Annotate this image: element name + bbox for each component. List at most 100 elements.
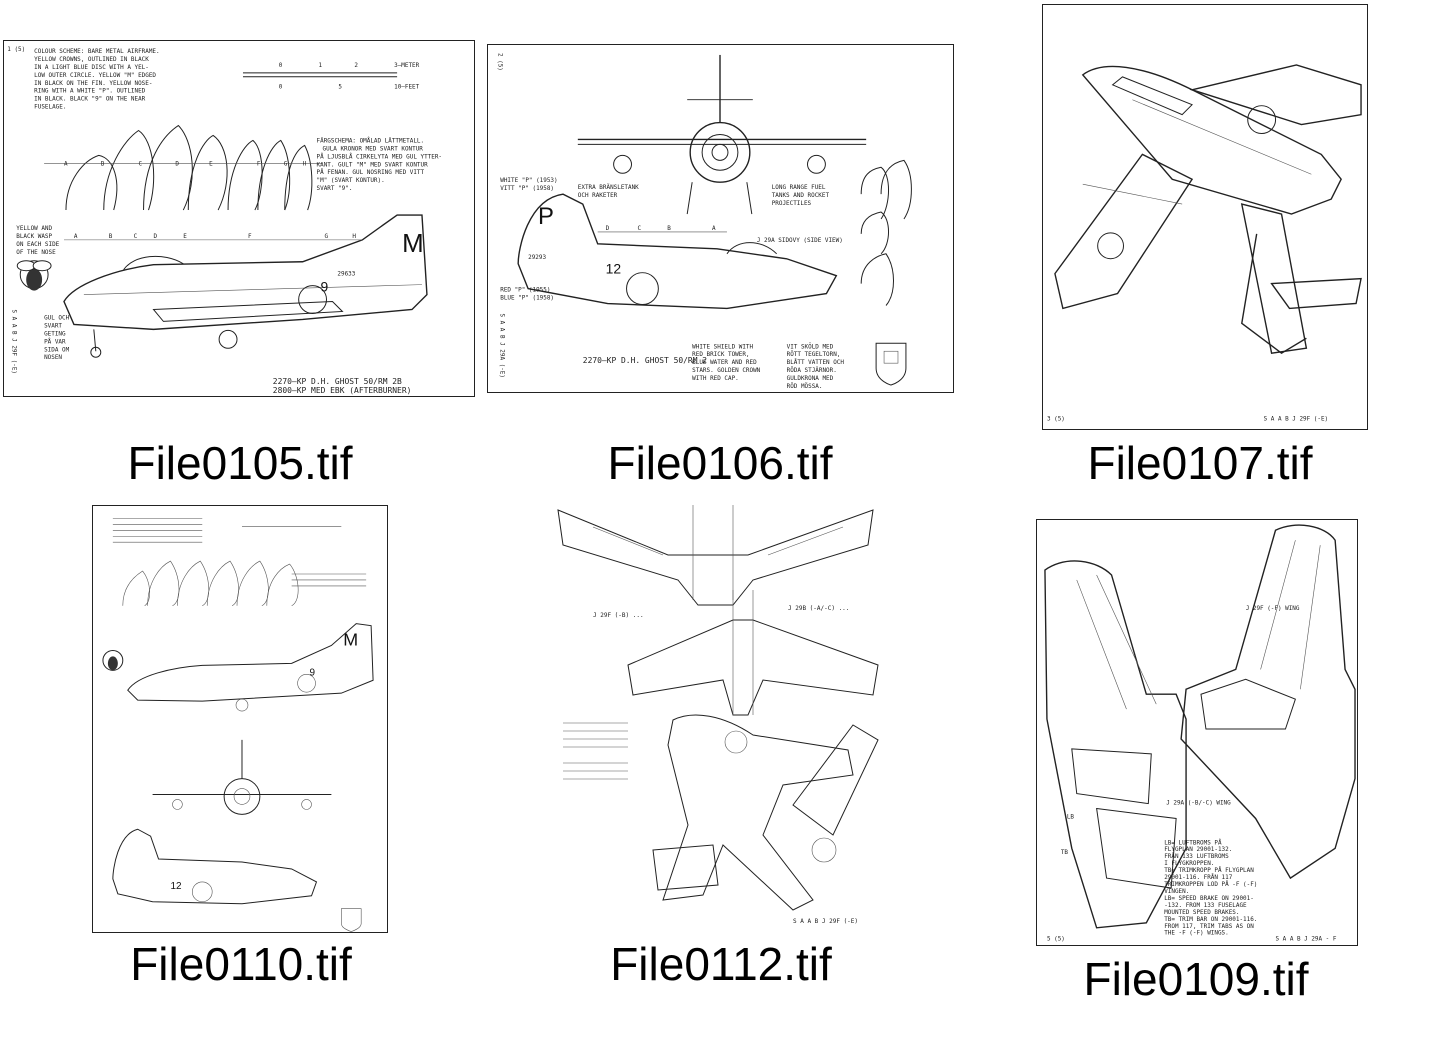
svg-text:5: 5 (338, 84, 342, 91)
right-note-1: LONG RANGE FUEL (772, 184, 826, 191)
svg-text:SVART "9".: SVART "9". (317, 185, 353, 192)
wing-left (1044, 560, 1187, 929)
caption-file0112: File0112.tif (610, 938, 832, 990)
svg-text:10—FEET: 10—FEET (394, 84, 420, 91)
vertical-title: S A A B J 29F (-E) (10, 309, 17, 374)
svg-text:FÄRGSCHEMA: OMÅLAD LÄTTMETALL.: FÄRGSCHEMA: OMÅLAD LÄTTMETALL. (317, 137, 425, 144)
svg-text:D: D (175, 160, 179, 167)
serial: 29293 (528, 254, 546, 261)
side-view-label: J 29A SIDOVY (SIDE VIEW) (757, 237, 843, 244)
svg-text:GULA KRONOR MED SVART KONTUR: GULA KRONOR MED SVART KONTUR (323, 145, 424, 152)
vertical-title: S A A B J 29A (-E) (498, 313, 505, 378)
thumbnail-file0110[interactable]: M 9 12 (92, 505, 388, 933)
aircraft-front (152, 739, 332, 815)
label-top: J 29F (-F) WING (1246, 605, 1300, 612)
text-block-placeholder (112, 518, 367, 587)
thumbnail-file0112[interactable]: J 29F (-B) ... J 29B (-A/-C) ... S A A B… (553, 505, 881, 929)
svg-text:B: B (101, 160, 105, 167)
thumbnail-file0105[interactable]: 1 (5) COLOUR SCHEME: BARE METAL AIRFRAME… (3, 40, 475, 397)
svg-text:IN BLACK. BLACK "9" ON THE NEA: IN BLACK. BLACK "9" ON THE NEAR (34, 96, 146, 103)
svg-text:H: H (303, 160, 307, 167)
label-a: J 29F (-B) ... (593, 612, 644, 619)
svg-text:TB= TRIMKROPP PÅ FLYGPLAN: TB= TRIMKROPP PÅ FLYGPLAN (1164, 867, 1254, 874)
scale-bar: 0 1 2 3—METER 0 5 10—FEET (242, 62, 420, 91)
aircraft-side-2: 12 (112, 828, 362, 932)
colour-scheme-text: COLOUR SCHEME: BARE METAL AIRFRAME. YELL… (34, 48, 159, 111)
caption-file0106: File0106.tif (607, 437, 833, 489)
thumbnail-file0107[interactable]: 3 (5) S A A B J 29F (-E) (1042, 4, 1368, 430)
svg-text:29001-116. FRÅN 117: 29001-116. FRÅN 117 (1164, 874, 1233, 881)
svg-text:LB= LUFTBROMS PÅ: LB= LUFTBROMS PÅ (1164, 839, 1222, 846)
svg-text:BLACK WASP: BLACK WASP (16, 233, 52, 240)
svg-text:THE -F (-F) WINGS.: THE -F (-F) WINGS. (1164, 930, 1229, 937)
svg-text:F: F (248, 233, 252, 240)
svg-text:WHITE SHIELD WITH: WHITE SHIELD WITH (692, 343, 753, 350)
engine-line-1: 2270—KP D.H. GHOST 50/RM 2B (273, 377, 402, 386)
svg-text:E: E (209, 160, 213, 167)
svg-text:E: E (183, 233, 187, 240)
cross-sections (860, 159, 912, 306)
svg-text:YELLOW AND: YELLOW AND (16, 225, 52, 232)
svg-text:NOSEN: NOSEN (44, 354, 62, 361)
engine-line-2: 2800—KP MED EBK (AFTERBURNER) (273, 386, 412, 395)
svg-text:VINGEN.: VINGEN. (1164, 888, 1189, 895)
svg-text:FLYGPLAN 29001-132.: FLYGPLAN 29001-132. (1164, 846, 1232, 853)
aircraft-top-bottom (652, 714, 879, 911)
svg-text:LB= SPEED BRAKE ON 29001-: LB= SPEED BRAKE ON 29001- (1164, 895, 1254, 902)
shield-text-sv: VIT SKÖLD MED RÖTT TEGELTORN, BLÅTT VATT… (787, 343, 845, 390)
shield-text-en: WHITE SHIELD WITH RED BRICK TOWER, BLUE … (692, 343, 761, 382)
svg-text:ON EACH SIDE: ON EACH SIDE (16, 241, 59, 248)
svg-text:0: 0 (279, 62, 283, 69)
svg-text:YELLOW CROWNS, OUTLINED IN BLA: YELLOW CROWNS, OUTLINED IN BLACK (34, 56, 149, 63)
svg-text:D: D (153, 233, 157, 240)
fuselage-number: 9 (321, 279, 329, 295)
fuselage-number: 9 (310, 667, 316, 678)
svg-text:COLOUR SCHEME: BARE METAL AIRF: COLOUR SCHEME: BARE METAL AIRFRAME. (34, 48, 159, 55)
svg-text:GETING: GETING (44, 330, 66, 337)
page-number: 5 (5) (1047, 936, 1065, 943)
engine-line: 2270—KP D.H. GHOST 50/RM 2 (583, 356, 707, 365)
svg-text:SVART: SVART (44, 322, 62, 329)
svg-text:PÅ VAR: PÅ VAR (44, 338, 66, 345)
svg-text:C: C (139, 160, 143, 167)
notes-block: LB= LUFTBROMS PÅ FLYGPLAN 29001-132. FRÅ… (1164, 839, 1257, 936)
caption-file0105: File0105.tif (127, 437, 353, 489)
fin-letter: M (343, 630, 358, 650)
caption-file0107: File0107.tif (1087, 437, 1313, 489)
svg-text:TRIMKROPPEN LOD PÅ -F (-F): TRIMKROPPEN LOD PÅ -F (-F) (1164, 881, 1257, 888)
caption-file0109: File0109.tif (1083, 953, 1309, 1005)
left-note-2: VITT "P" (1958) (500, 185, 554, 192)
svg-text:A: A (712, 225, 716, 232)
svg-text:RÖTT TEGELTORN,: RÖTT TEGELTORN, (787, 351, 841, 358)
svg-text:BLÅTT VATTEN OCH: BLÅTT VATTEN OCH (787, 359, 845, 366)
svg-text:C: C (637, 225, 641, 232)
aircraft-underside-top (557, 505, 874, 606)
drawing-wing-details: J 29F (-F) WING J 29A (-B/-C) WING LB TB… (1044, 524, 1356, 943)
thumbnail-file0106[interactable]: 2 (5) WHITE "P" (1953) VITT "P" (1958) E… (487, 44, 954, 393)
svg-text:RING WITH A WHITE "P". OUTLINE: RING WITH A WHITE "P". OUTLINED (34, 88, 146, 95)
svg-text:LOW OUTER CIRCLE. YELLOW "M" E: LOW OUTER CIRCLE. YELLOW "M" EDGED (34, 72, 156, 79)
drawing-combined-j29: M 9 12 (102, 518, 374, 932)
right-note-3: PROJECTILES (772, 200, 812, 207)
label-mid: J 29A (-B/-C) WING (1166, 800, 1231, 807)
aircraft-side: D C B A P 12 29293 (517, 193, 838, 310)
svg-text:MOUNTED SPEED BRAKES.: MOUNTED SPEED BRAKES. (1164, 909, 1239, 916)
page-number: 1 (5) (7, 46, 25, 53)
svg-text:B: B (109, 233, 113, 240)
thumbnail-file0109[interactable]: J 29F (-F) WING J 29A (-B/-C) WING LB TB… (1036, 519, 1358, 946)
svg-text:BLUE WATER AND RED: BLUE WATER AND RED (692, 359, 757, 366)
svg-text:RED BRICK TOWER,: RED BRICK TOWER, (692, 351, 749, 358)
svg-text:G: G (284, 160, 288, 167)
drawing-top-view-j29f: 3 (5) S A A B J 29F (-E) (1047, 64, 1362, 423)
svg-text:C: C (134, 233, 138, 240)
svg-text:FROM 117, TRIM TABS AS ON: FROM 117, TRIM TABS AS ON (1164, 923, 1254, 930)
lb-label: LB (1067, 813, 1075, 820)
caption-file0110: File0110.tif (130, 938, 352, 990)
svg-text:TB= TRIM BAR ON 29001-116.: TB= TRIM BAR ON 29001-116. (1164, 916, 1257, 923)
svg-text:A: A (74, 233, 78, 240)
mid-note-1: EXTRA BRÄNSLETANK (578, 184, 639, 191)
fargschema-text: FÄRGSCHEMA: OMÅLAD LÄTTMETALL. GULA KRON… (317, 137, 442, 192)
drawing-wing-views: J 29F (-B) ... J 29B (-A/-C) ... S A A B… (557, 505, 879, 925)
svg-text:VIT SKÖLD MED: VIT SKÖLD MED (787, 343, 834, 350)
mid-note-2: OCH RAKETER (578, 192, 618, 199)
